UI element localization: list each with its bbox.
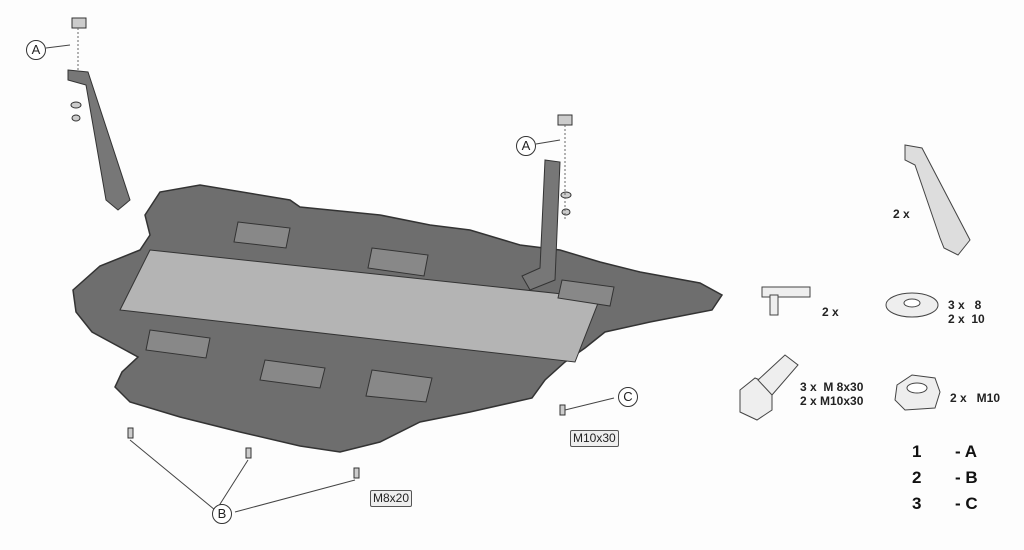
washer-qty: 3 x 8 2 x 10 [948,298,985,326]
legend-num: 3 [912,494,922,513]
legend-letter: - A [955,442,978,461]
bracket-left [67,69,131,211]
nut [561,208,571,216]
leader-line [234,479,356,513]
clip-qty: 2 x [822,305,839,319]
vent [367,247,429,277]
callout-b: B [212,504,232,524]
vent [233,221,291,249]
callout-c: C [618,387,638,407]
bracket-qty: 2 x [893,207,910,221]
bracket-spare [904,144,971,256]
label-m8x20: M8x20 [370,490,413,507]
reinforcement-strip [119,249,601,363]
bolt [127,427,134,439]
nut-hole [906,382,928,394]
legend-num: 1 [912,442,922,461]
bolt-part-shank [757,354,799,396]
bolt-qty: 3 x M 8x30 2 x M10x30 [800,380,864,408]
leader-line [564,397,615,411]
nut-qty: 2 x M10 [950,391,1001,405]
bolt [559,404,566,416]
clip-part-stem [769,294,779,316]
leader-line [45,44,71,49]
label-m10x30: M10x30 [570,430,619,447]
washer [560,191,572,199]
leader-line [129,439,216,511]
nut [71,114,81,122]
clip-nut [71,17,87,29]
callout-a-left: A [26,40,46,60]
callout-a-right: A [516,136,536,156]
leader-line [214,459,249,513]
bolt [353,467,360,479]
vent [557,279,615,307]
legend-letter: - C [955,494,978,513]
bolt-part-icon [739,377,773,421]
bolt [245,447,252,459]
leader-line [535,139,561,145]
vent [259,359,326,389]
washer [70,101,82,109]
vent [145,329,211,359]
clip-nut [557,114,573,126]
vent [365,369,433,403]
legend-letter: - B [955,468,978,487]
legend-num: 2 [912,468,922,487]
clip-part-icon [761,286,811,298]
washer-hole [903,298,921,308]
bracket-right [521,159,561,291]
